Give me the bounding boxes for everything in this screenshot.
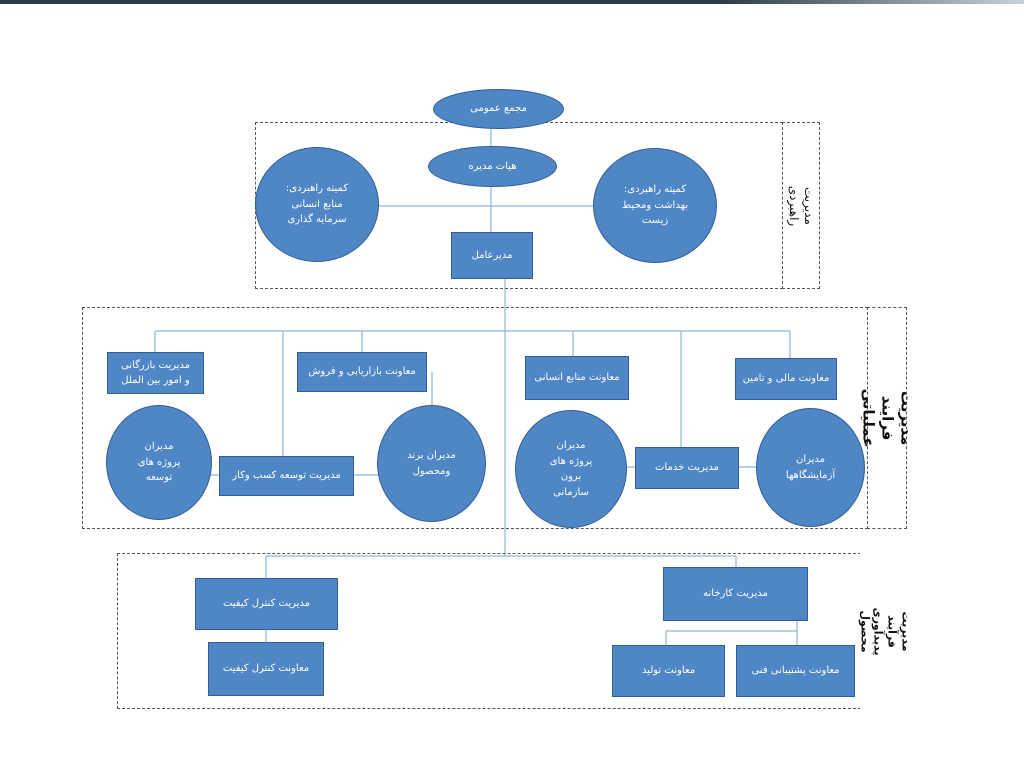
lab-managers-node: مدیران آزمایشگاهها — [756, 408, 865, 527]
operational-section-label-box: مدیریت فرایند عملیاتی — [860, 307, 915, 529]
strategic-section-label-box: مدیریت راهبردی — [782, 122, 820, 289]
trade-management-node: مدیریت بازرگانی و امور بین الملل — [107, 352, 204, 394]
business-development-node: مدیریت توسعه کسب وکار — [219, 456, 354, 496]
finance-deputy-node: معاونت مالی و تامین — [735, 358, 837, 400]
product-section-label-box: مدیریت فرآیند پدیدآوری محصول — [858, 553, 913, 709]
product-section-label: مدیریت فرآیند پدیدآوری محصول — [858, 607, 913, 655]
production-deputy-node: معاونت تولید — [612, 645, 725, 697]
external-project-managers-node: مدیران پروژه های برون سازمانی — [515, 410, 627, 528]
hr-deputy-node: معاونت منابع انسانی — [525, 356, 629, 400]
factory-management-node: مدیریت کارخانه — [663, 567, 808, 621]
services-management-node: مدیریت خدمات — [635, 447, 739, 489]
health-committee-node: کمیته راهبردی: بهداشت ومحیط زیست — [593, 148, 717, 263]
hr-committee-node: کمیته راهبردی: منابع انسانی سرمایه گذاری — [255, 147, 379, 262]
board-node: هیات مدیره — [428, 146, 557, 187]
general-assembly-node: مجمع عمومی — [433, 89, 564, 129]
brand-managers-node: مدیران برند ومحصول — [377, 405, 486, 522]
technical-support-deputy-node: معاونت پشتیبانی فنی — [736, 645, 855, 697]
operational-section-label: مدیریت فرایند عملیاتی — [859, 388, 916, 448]
quality-control-deputy-node: معاونت کنترل کیفیت — [208, 642, 324, 696]
quality-control-management-node: مدیریت کنترل کیفیت — [195, 578, 338, 630]
top-bar — [0, 0, 1024, 4]
strategic-section-label: مدیریت راهبردی — [787, 185, 816, 226]
ceo-node: مدیرعامل — [451, 232, 533, 279]
marketing-deputy-node: معاونت بازاریابی و فروش — [297, 352, 427, 392]
development-project-managers-node: مدیران پروژه های توسعه — [106, 405, 212, 520]
